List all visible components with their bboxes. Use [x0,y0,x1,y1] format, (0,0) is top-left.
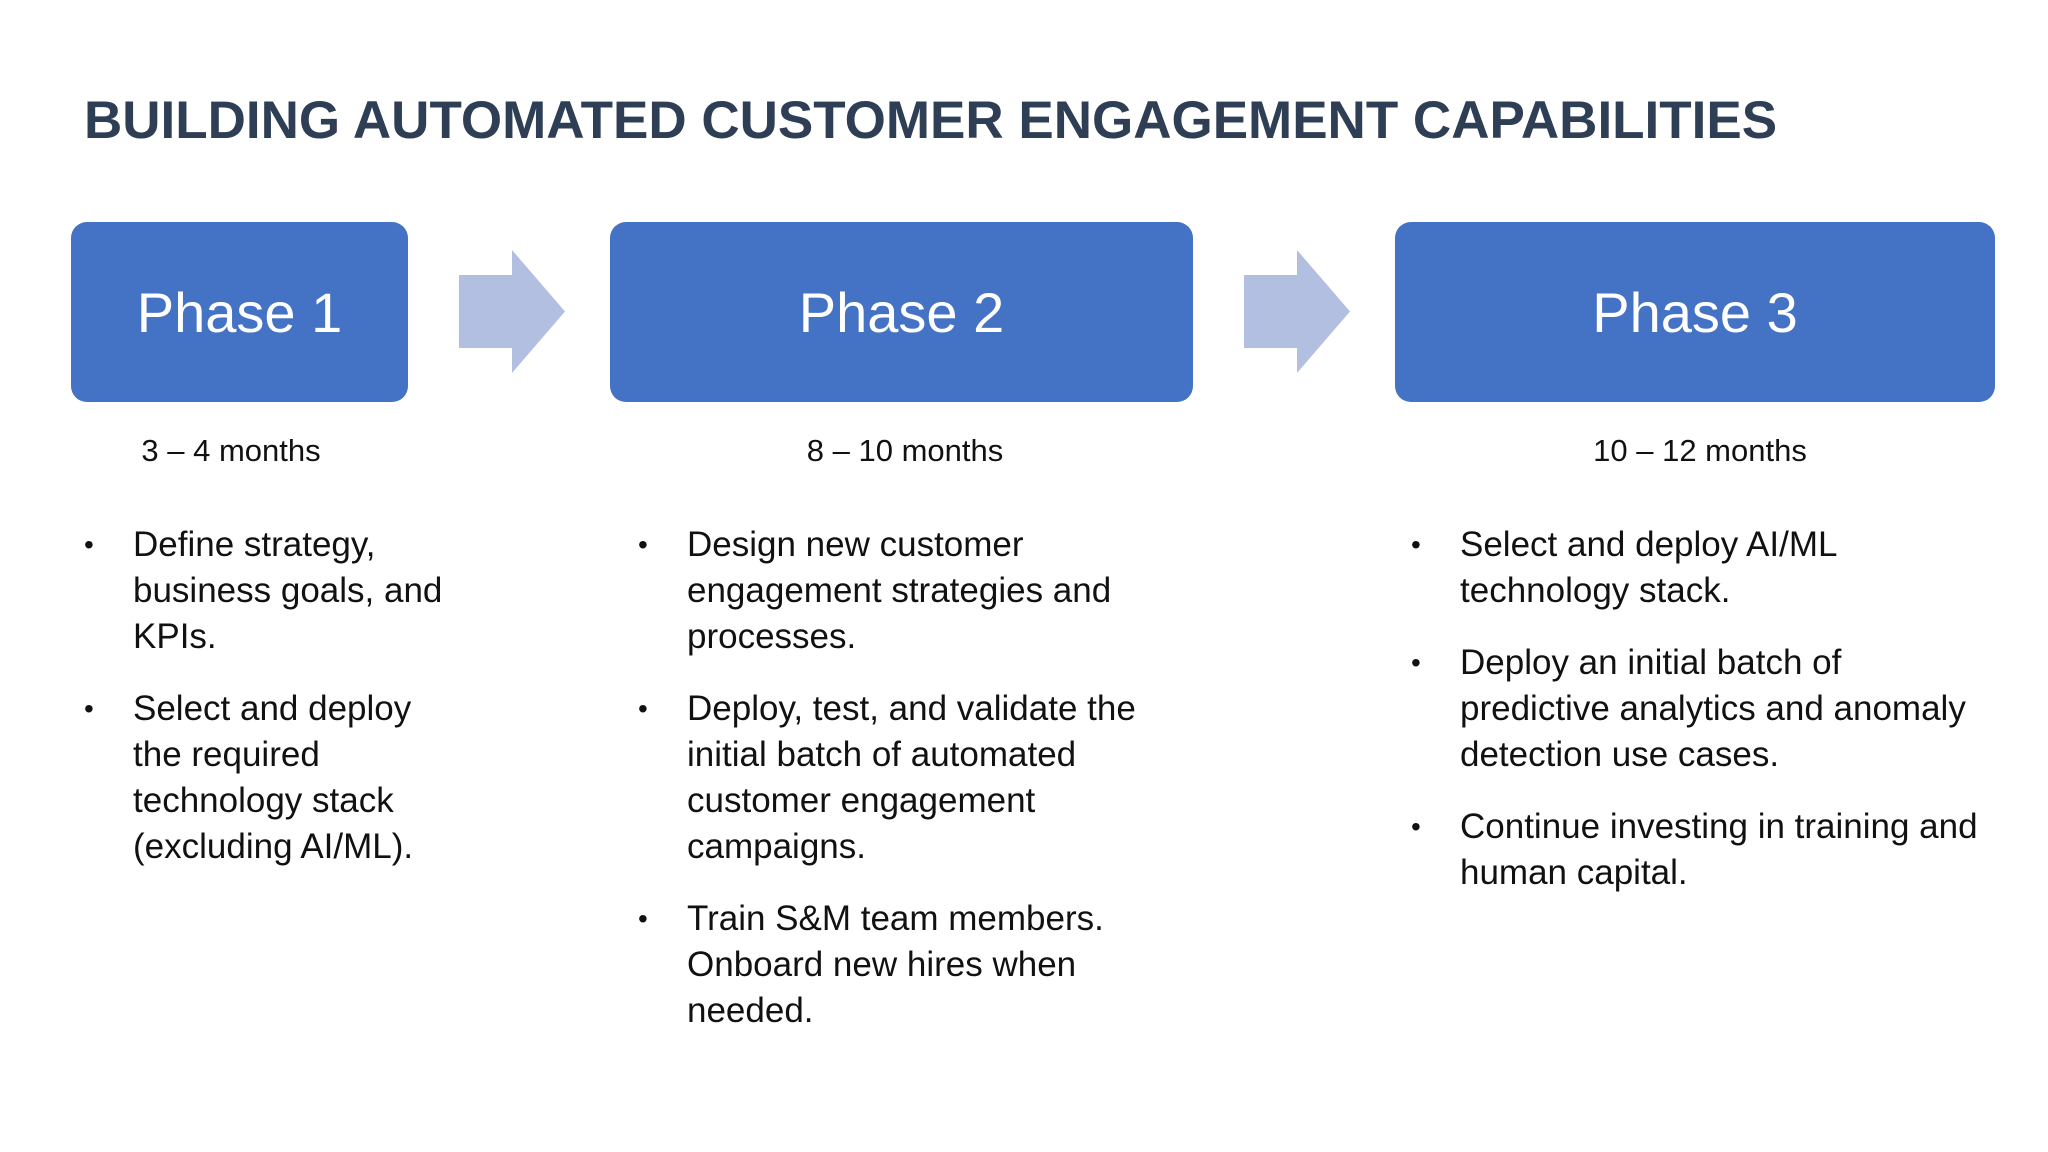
bullet-icon: • [1411,647,1421,678]
bullet-icon: • [1411,811,1421,842]
bullet-icon: • [638,529,648,560]
right-arrow-icon [1244,250,1350,373]
bullet-text: Continue investing in training and human… [1460,807,1978,892]
list-item: • Deploy, test, and validate the initial… [638,686,1178,870]
bullet-icon: • [1411,529,1421,560]
slide-title: BUILDING AUTOMATED CUSTOMER ENGAGEMENT C… [84,91,1778,150]
list-item: • Select and deploy the required technol… [84,686,444,870]
bullet-icon: • [638,693,648,724]
list-item: • Define strategy, business goals, and K… [84,522,444,660]
bullet-icon: • [638,903,648,934]
list-item: • Train S&M team members. Onboard new hi… [638,896,1178,1034]
bullet-text: Select and deploy the required technolog… [133,689,414,866]
phase-1-box: Phase 1 [71,222,408,402]
list-item: • Deploy an initial batch of predictive … [1411,640,1991,778]
list-item: • Design new customer engagement strateg… [638,522,1178,660]
right-arrow-icon [459,250,565,373]
bullet-text: Select and deploy AI/ML technology stack… [1460,525,1837,610]
list-item: • Continue investing in training and hum… [1411,804,1991,896]
phase-1-label: Phase 1 [136,280,343,344]
bullet-text: Deploy an initial batch of predictive an… [1460,643,1966,774]
phase-3-duration: 10 – 12 months [1593,433,1807,468]
phase-3-label: Phase 3 [1592,280,1798,344]
bullet-text: Define strategy, business goals, and KPI… [133,525,443,656]
list-item: • Select and deploy AI/ML technology sta… [1411,522,1991,614]
bullet-text: Train S&M team members. Onboard new hire… [687,899,1104,1030]
phase-3-box: Phase 3 [1395,222,1995,402]
phase-2-bullets: • Design new customer engagement strateg… [638,522,1178,1060]
phase-1-bullets: • Define strategy, business goals, and K… [84,522,444,896]
bullet-text: Design new customer engagement strategie… [687,525,1112,656]
bullet-text: Deploy, test, and validate the initial b… [687,689,1136,866]
bullet-icon: • [84,693,94,724]
phase-2-label: Phase 2 [798,280,1005,344]
bullet-icon: • [84,529,94,560]
phase-2-duration: 8 – 10 months [806,433,1004,468]
phase-3-bullets: • Select and deploy AI/ML technology sta… [1411,522,1991,922]
phase-2-box: Phase 2 [610,222,1193,402]
phase-1-duration: 3 – 4 months [141,433,321,468]
